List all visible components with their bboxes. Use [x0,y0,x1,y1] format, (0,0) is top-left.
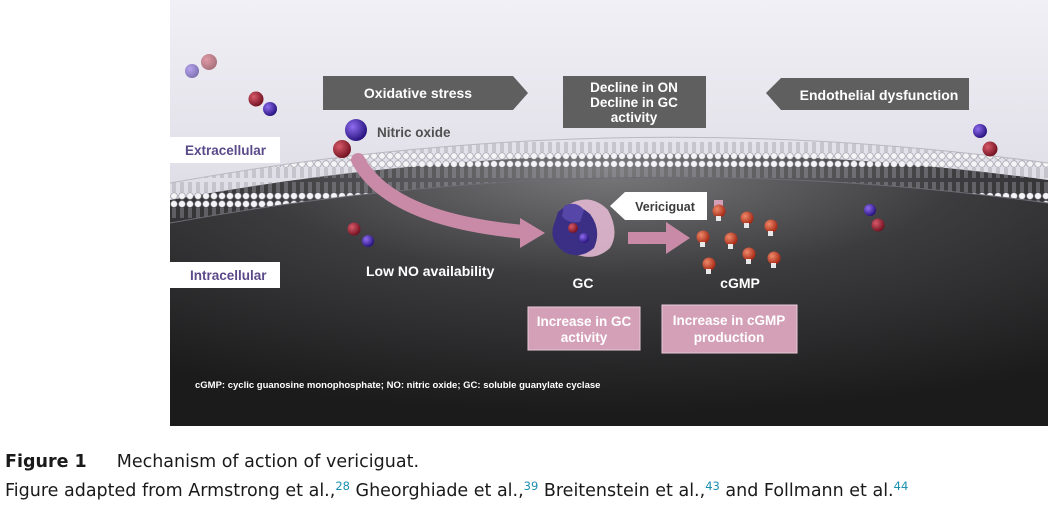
increase-gc-line-2: activity [561,330,608,345]
caption-title-line: Figure 1 Mechanism of action of vericigua… [5,450,1055,474]
no-molecule-1 [248,91,277,116]
no-molecule-intracellular-right [864,204,885,232]
gc-enzyme-icon [552,199,615,257]
vericiguat-label: Vericiguat [635,200,696,214]
increase-gc-line-1: Increase in GC [537,314,632,329]
no-molecule-faded [185,54,217,78]
cgmp-molecules [696,204,781,274]
decline-line-1: Decline in ON [590,80,678,95]
gc-to-cgmp-arrow [628,232,668,244]
figure-footnote: cGMP: cyclic guanosine monophosphate; NO… [195,380,600,391]
figure-caption: Figure 1 Mechanism of action of vericigua… [5,450,1055,503]
increase-cgmp-line-1: Increase in cGMP [673,313,786,328]
reference-link-39[interactable]: 39 [523,479,539,493]
endothelial-dysfunction-label: Endothelial dysfunction [800,87,959,103]
no-molecule-main [333,119,367,158]
caption-source-text-3: Breitenstein et al., [538,481,706,501]
reference-link-28[interactable]: 28 [335,479,350,493]
vericiguat-tag [610,192,707,220]
increase-gc-box [527,306,641,351]
extracellular-label: Extracellular [185,143,267,158]
mechanism-figure: Oxidative stress Decline in ON Decline i… [170,0,1048,426]
cell-membrane [170,137,1048,223]
decline-line-3: activity [611,110,658,125]
reference-link-43[interactable]: 43 [705,479,720,493]
increase-cgmp-box [661,304,798,354]
nitric-oxide-label: Nitric oxide [377,125,451,140]
oxidative-stress-arrow [323,76,528,110]
increase-cgmp-line-2: production [694,330,765,345]
no-to-gc-arrow [351,153,532,239]
intracellular-region [170,154,1048,426]
gc-label: GC [573,275,594,291]
endothelial-dysfunction-arrow [766,78,969,110]
low-no-availability-label: Low NO availability [366,263,495,279]
cgmp-label: cGMP [720,275,760,291]
caption-source-text-1: Figure adapted from Armstrong et al., [5,481,336,501]
figure-title: Mechanism of action of vericiguat. [116,452,420,472]
figure-label: Figure 1 [5,452,87,472]
decline-line-2: Decline in GC [590,95,678,110]
no-molecule-intracellular-left [347,222,374,247]
extracellular-tag [170,137,280,163]
reference-link-44[interactable]: 44 [893,479,909,493]
decline-box [563,76,706,128]
caption-source-line: Figure adapted from Armstrong et al.,28 … [5,474,1055,503]
intracellular-tag [170,262,280,288]
caption-source-text-4: and Follmann et al. [719,481,894,501]
caption-source-text-2: Gheorghiade et al., [349,481,524,501]
oxidative-stress-label: Oxidative stress [364,85,472,101]
intracellular-label: Intracellular [190,268,267,283]
no-molecule-right [973,124,998,157]
